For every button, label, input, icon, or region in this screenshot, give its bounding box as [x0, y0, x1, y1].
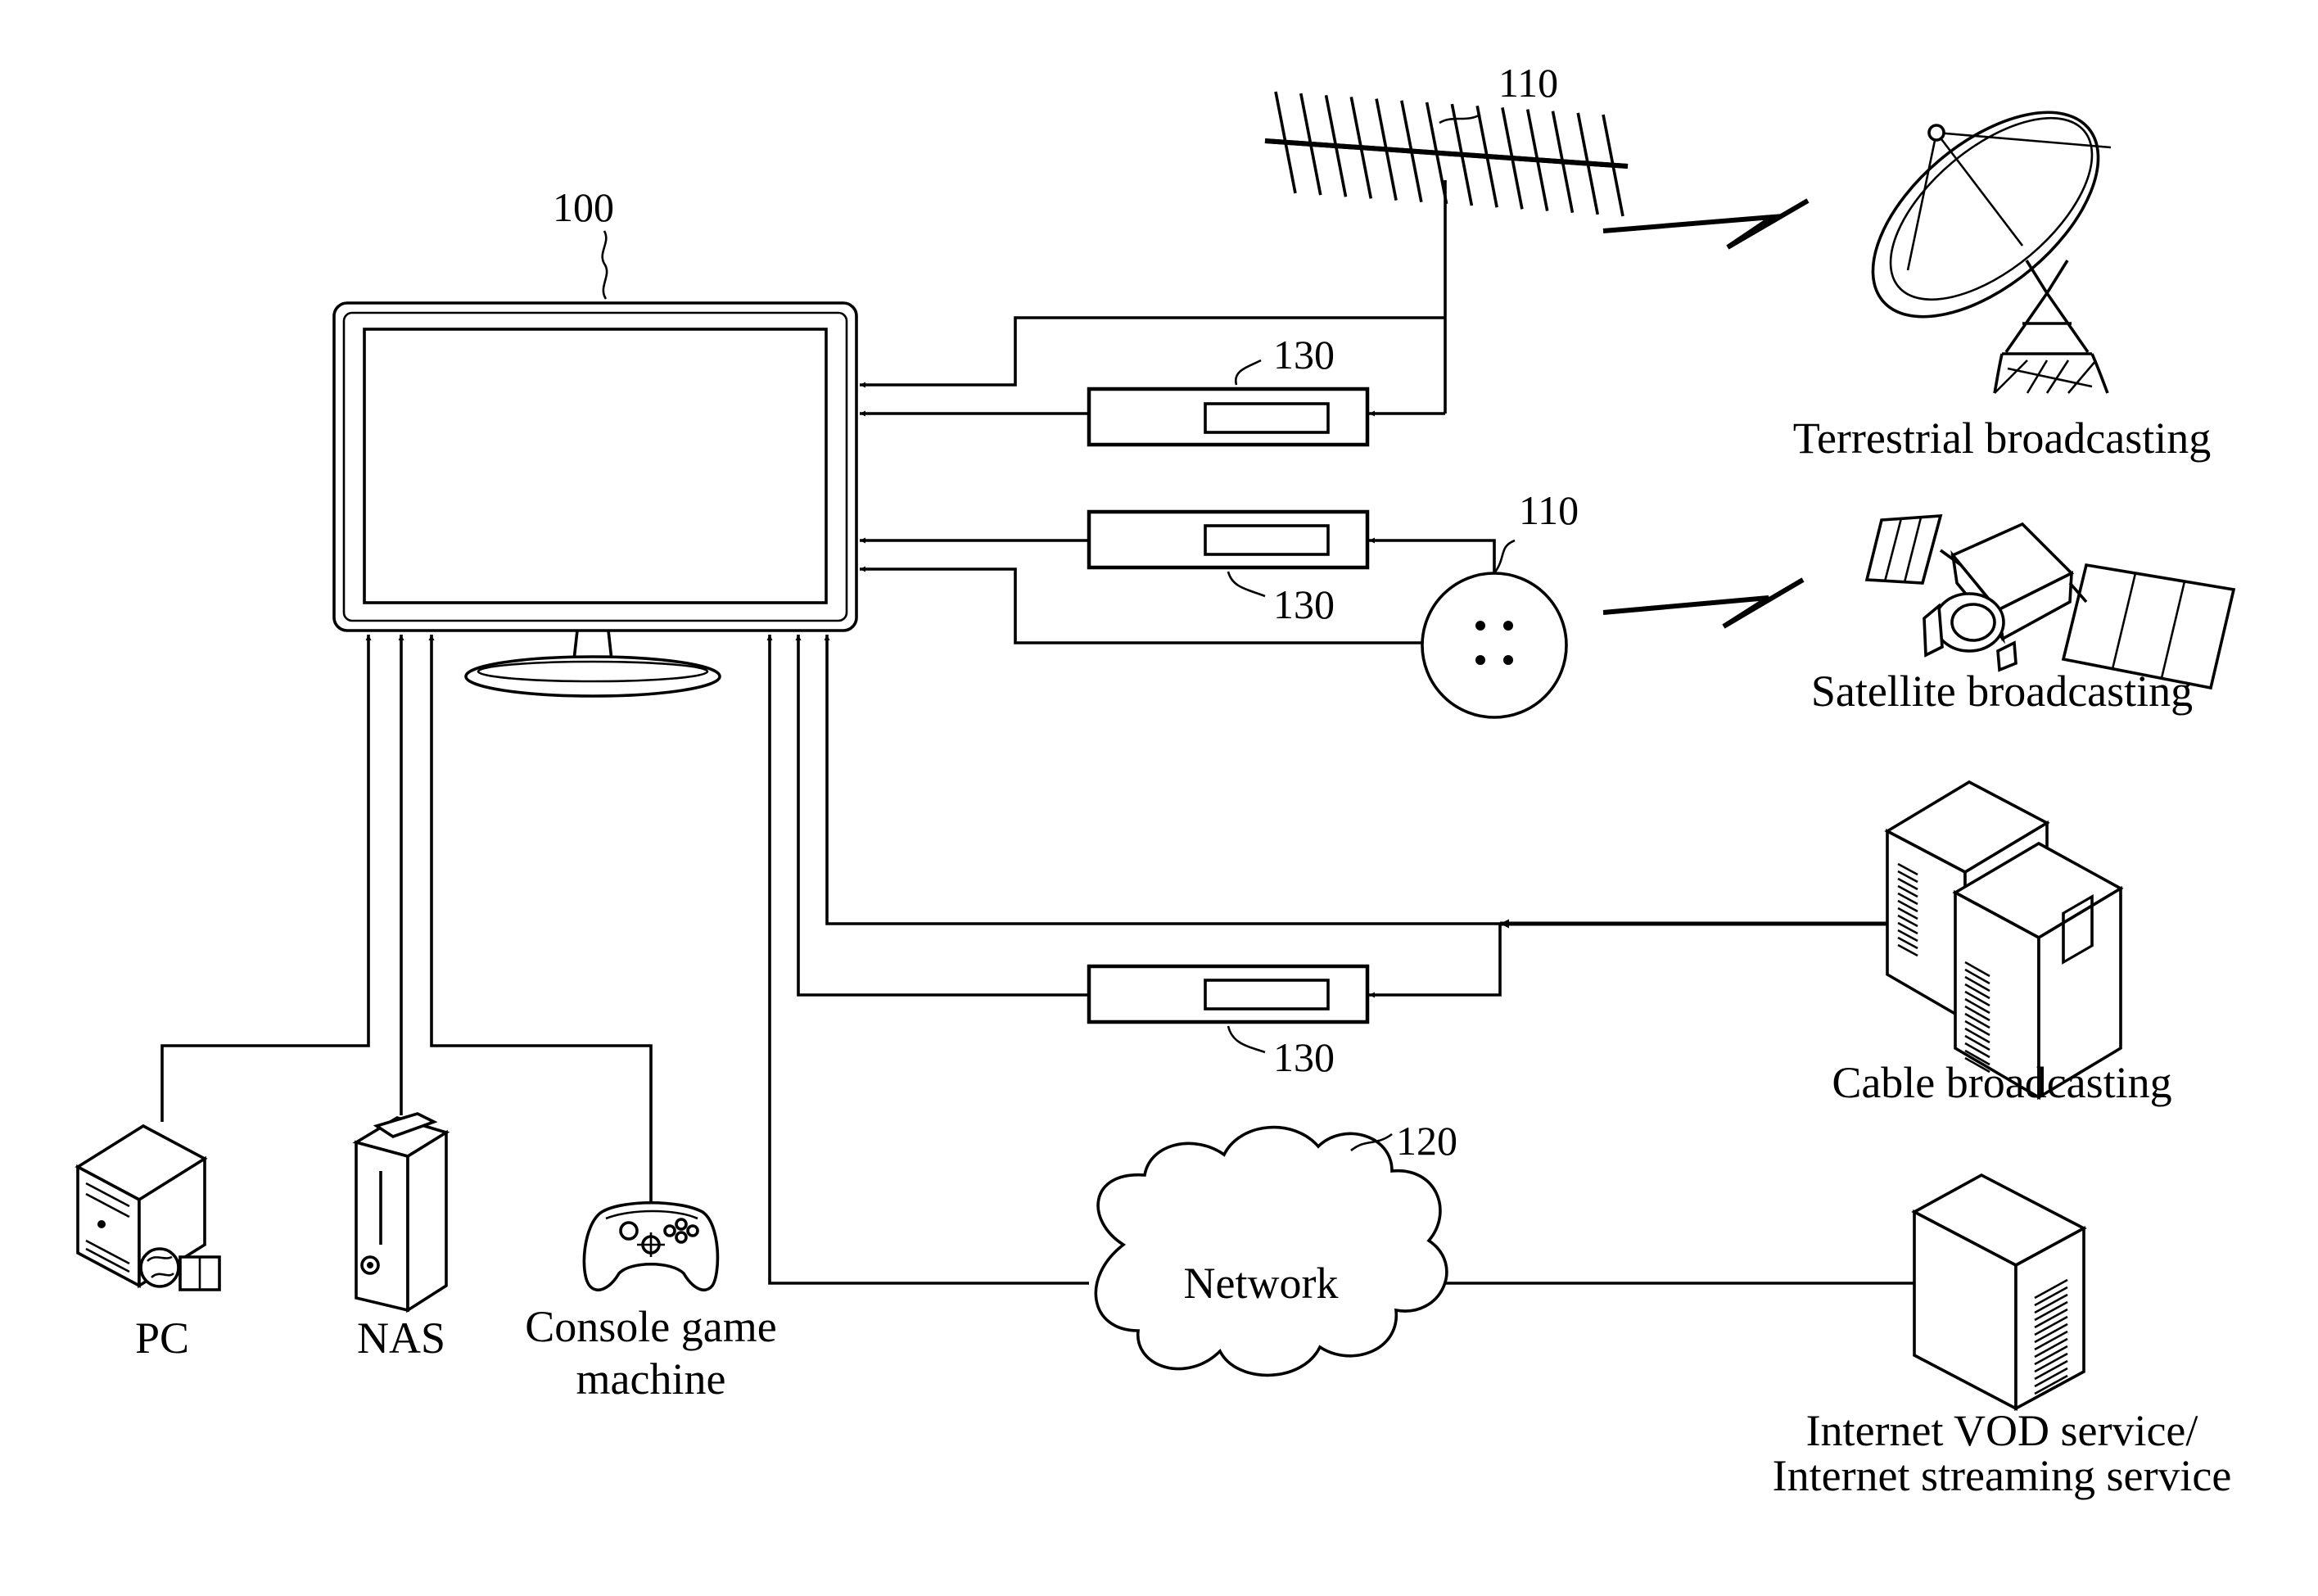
label-nas: NAS: [357, 1313, 445, 1363]
set-top-box-bottom: [1089, 966, 1367, 1022]
label-console-line2: machine: [576, 1354, 726, 1404]
label-console-line1: Console game: [525, 1302, 776, 1351]
label-cable: Cable broadcasting: [1832, 1058, 2171, 1107]
display-device-100: [334, 303, 856, 696]
label-vod-line1: Internet VOD service/: [1806, 1406, 2198, 1455]
ref-display: 100: [553, 184, 614, 230]
pc-tower-icon: [78, 1126, 219, 1290]
vod-server-icon: [1914, 1175, 2084, 1408]
signal-bolt-icon: [1603, 201, 1808, 247]
label-terrestrial: Terrestrial broadcasting: [1793, 414, 2212, 463]
signal-bolt-icon: [1603, 580, 1803, 626]
ref-dish: 110: [1519, 487, 1579, 533]
label-satellite: Satellite broadcasting: [1811, 667, 2193, 716]
cable-server-icon: [1887, 782, 2121, 1097]
ref-stb-bottom: 130: [1273, 1034, 1335, 1080]
dish-receiver: [1422, 573, 1566, 717]
network-cloud-icon: [1096, 1128, 1447, 1376]
leader-stb-bottom: [1228, 1026, 1265, 1052]
antenna-icon: [1265, 141, 1628, 166]
set-top-box-mid: [1089, 512, 1367, 567]
ref-stb-top: 130: [1273, 332, 1335, 378]
leader-display: [603, 231, 607, 299]
leader-stb-mid: [1228, 572, 1265, 596]
nas-device-icon: [356, 1114, 446, 1310]
label-pc: PC: [135, 1313, 189, 1363]
game-controller-icon: [584, 1203, 717, 1291]
satellite-icon: [1867, 516, 2234, 688]
label-vod-line2: Internet streaming service: [1773, 1451, 2232, 1500]
ref-network: 120: [1396, 1118, 1457, 1164]
leader-antenna: [1439, 115, 1480, 123]
set-top-box-top: [1089, 389, 1367, 445]
ref-antenna: 110: [1498, 60, 1558, 106]
leader-stb-top: [1236, 360, 1261, 385]
satellite-dish-icon: [1837, 74, 2134, 393]
ref-stb-mid: 130: [1273, 581, 1335, 627]
label-network: Network: [1184, 1259, 1339, 1308]
leader-dish: [1494, 540, 1515, 573]
